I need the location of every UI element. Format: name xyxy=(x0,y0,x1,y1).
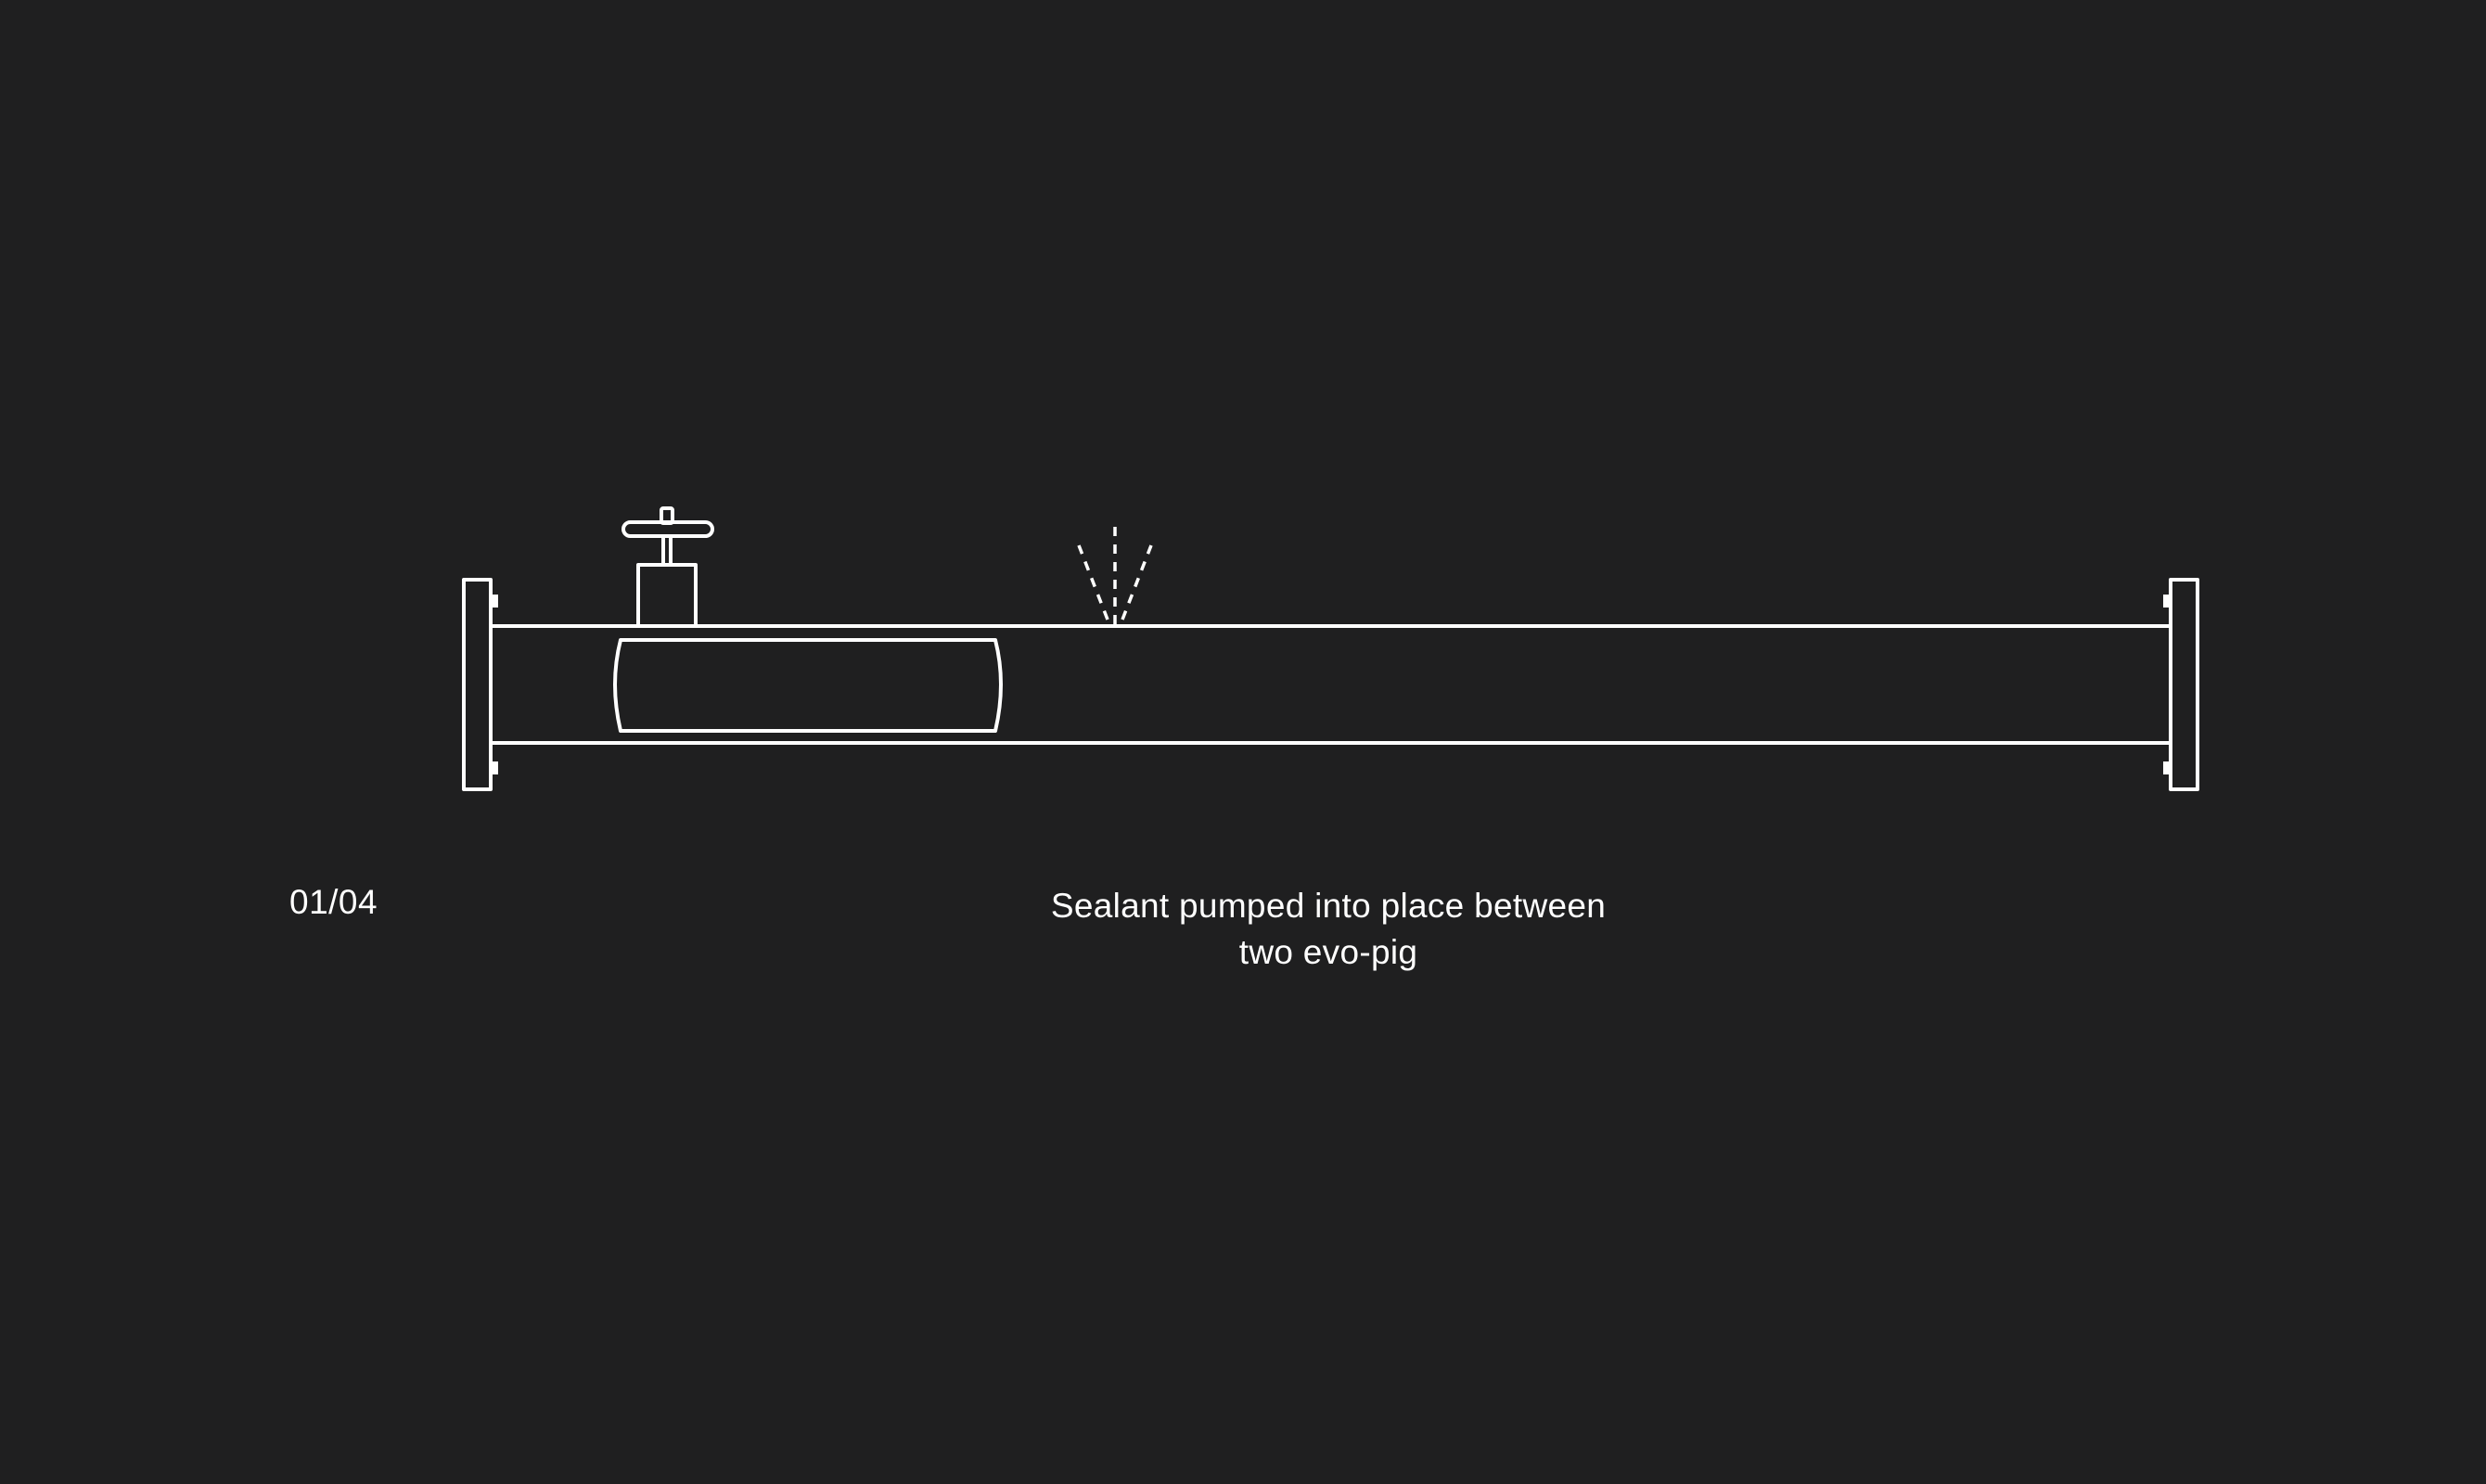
step-counter: 01/04 xyxy=(289,883,378,921)
pipe-body xyxy=(491,624,2171,745)
step-caption: Sealant pumped into place between two ev… xyxy=(957,883,1699,976)
caption-line-2: two evo-pig xyxy=(1238,933,1418,971)
valve-icon xyxy=(622,506,714,628)
left-flange-icon xyxy=(462,578,498,791)
right-flange-icon xyxy=(2163,578,2199,791)
leak-spray-icon xyxy=(1077,524,1153,624)
evo-pig-icon xyxy=(613,638,1003,733)
caption-line-1: Sealant pumped into place between xyxy=(1050,887,1607,925)
